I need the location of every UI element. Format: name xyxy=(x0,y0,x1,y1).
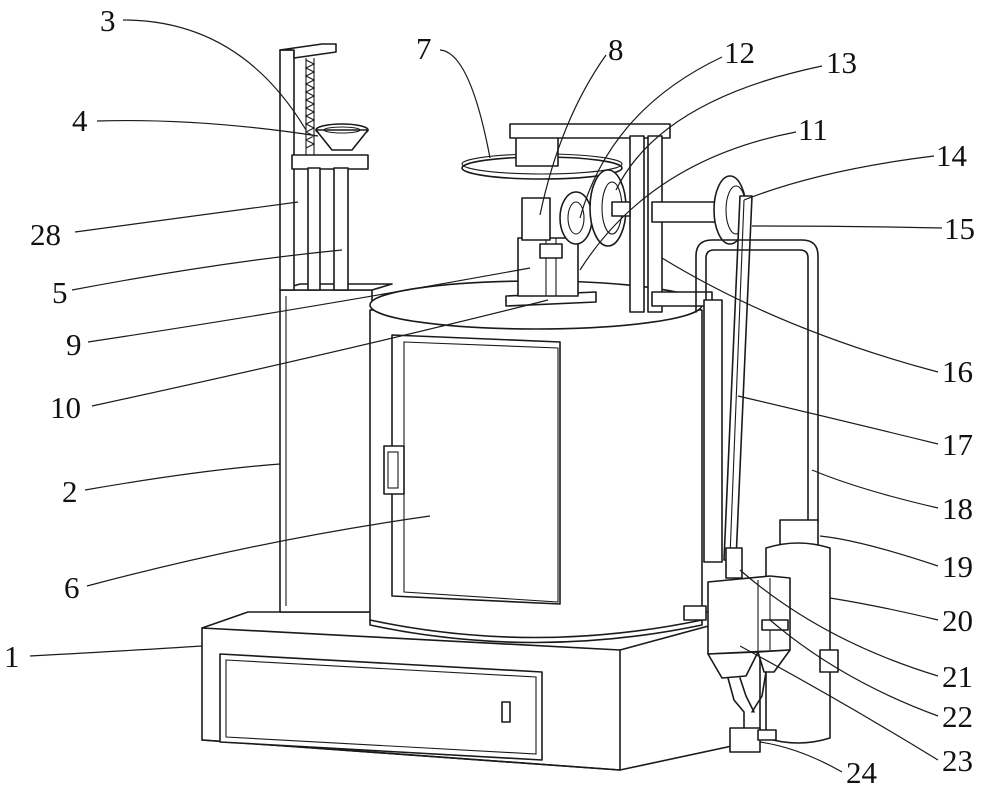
label-2: 2 xyxy=(62,474,78,509)
label-19: 19 xyxy=(942,549,973,584)
pipe xyxy=(695,239,819,563)
label-1: 1 xyxy=(4,639,20,674)
label-14: 14 xyxy=(936,138,968,173)
label-4: 4 xyxy=(72,103,88,138)
label-28: 28 xyxy=(30,217,61,252)
label-8: 8 xyxy=(608,32,624,67)
label-9: 9 xyxy=(66,327,82,362)
right-pulley-and-belt xyxy=(713,175,753,561)
label-20: 20 xyxy=(942,603,973,638)
label-10: 10 xyxy=(50,390,81,425)
label-22: 22 xyxy=(942,699,973,734)
support-column xyxy=(279,283,393,613)
label-18: 18 xyxy=(942,491,973,526)
label-15: 15 xyxy=(944,211,975,246)
base-box xyxy=(201,611,761,771)
label-5: 5 xyxy=(52,275,68,310)
label-16: 16 xyxy=(942,354,973,389)
label-11: 11 xyxy=(798,112,828,147)
label-17: 17 xyxy=(942,427,973,462)
label-24: 24 xyxy=(846,755,878,790)
frame-and-spring xyxy=(279,43,369,291)
label-12: 12 xyxy=(724,35,755,70)
label-21: 21 xyxy=(942,659,973,694)
leader-lines xyxy=(29,19,943,773)
top-mechanism xyxy=(461,123,723,313)
main-drum xyxy=(369,280,703,644)
label-13: 13 xyxy=(826,45,857,80)
label-23: 23 xyxy=(942,743,973,778)
label-3: 3 xyxy=(100,3,116,38)
filter-assembly xyxy=(683,547,791,753)
label-6: 6 xyxy=(64,570,80,605)
label-7: 7 xyxy=(416,31,432,66)
reference-numerals: 3 4 28 5 9 10 2 6 1 7 8 12 13 11 14 15 1… xyxy=(4,3,975,790)
